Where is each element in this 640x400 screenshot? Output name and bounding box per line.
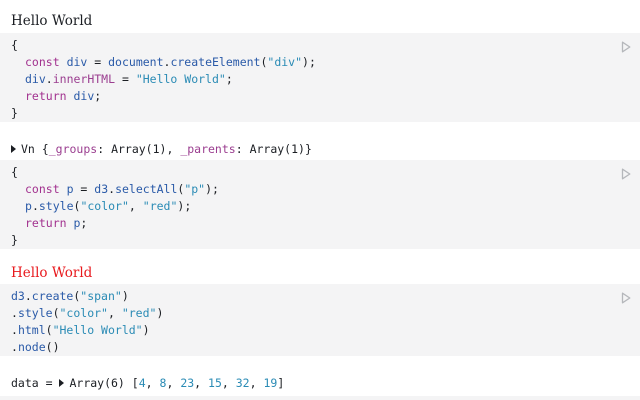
play-icon[interactable] xyxy=(621,41,631,53)
output-vn-object[interactable]: Vn {_groups: Array(1), _parents: Array(1… xyxy=(11,140,312,158)
code-line: .html("Hello World") xyxy=(11,323,150,337)
code-line: .style("color", "red") xyxy=(11,306,164,320)
output-hello-world-red: Hello World xyxy=(11,265,93,281)
next-cell-edge xyxy=(0,396,640,400)
code-line: p.style("color", "red"); xyxy=(25,199,192,213)
code-line: .node() xyxy=(11,340,60,354)
code-cell-create-span[interactable]: d3.create("span") .style("color", "red")… xyxy=(0,284,640,356)
code-line: } xyxy=(11,106,18,120)
output-hello-world: Hello World xyxy=(11,13,93,29)
code-line: const div = document.createElement("div"… xyxy=(25,55,316,69)
play-icon[interactable] xyxy=(621,292,631,304)
code-line: d3.create("span") xyxy=(11,289,129,303)
code-line: return div; xyxy=(25,89,102,103)
caret-right-icon[interactable] xyxy=(59,379,65,387)
code-line: div.innerHTML = "Hello World"; xyxy=(25,72,233,86)
code-line: const p = d3.selectAll("p"); xyxy=(25,182,219,196)
output-data-array[interactable]: data = Array(6) [4, 8, 23, 15, 32, 19] xyxy=(11,376,285,390)
code-line: } xyxy=(11,233,18,247)
code-line: return p; xyxy=(25,216,88,230)
caret-right-icon[interactable] xyxy=(11,145,16,153)
code-line: { xyxy=(11,165,18,179)
code-cell-select-p[interactable]: { const p = d3.selectAll("p"); p.style("… xyxy=(0,160,640,249)
play-icon[interactable] xyxy=(621,168,631,180)
code-cell-create-div[interactable]: { const div = document.createElement("di… xyxy=(0,33,640,122)
code-line: { xyxy=(11,38,18,52)
